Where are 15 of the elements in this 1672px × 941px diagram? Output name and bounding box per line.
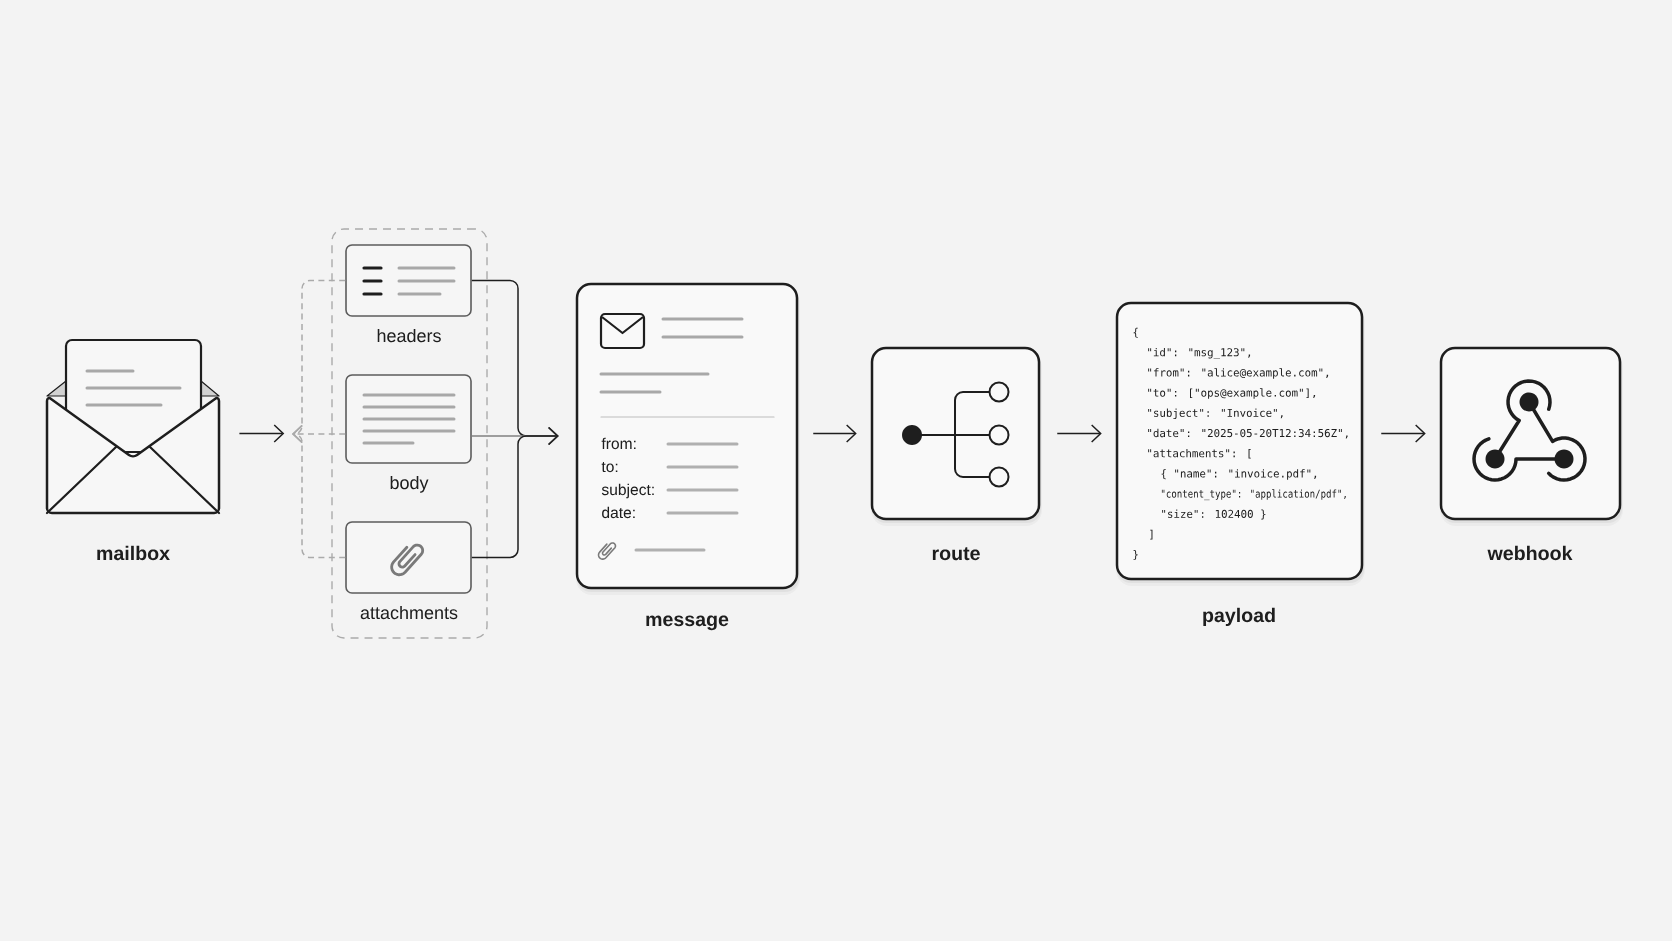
node-label: headers [377,328,441,343]
node-label: attachments [360,605,458,620]
arrow [238,424,285,443]
node-label: body [390,475,429,493]
arrow [471,426,559,559]
node-label: payload [1203,607,1275,627]
node-label: mailbox [97,545,170,561]
dashed-frame [331,228,488,639]
dashed-arrow [292,424,346,559]
node-label: message [646,615,729,631]
arrow [1056,424,1102,443]
arrow [812,424,857,443]
arrow [1380,424,1426,443]
node-label: route [932,547,980,561]
node-label: webhook [1487,545,1573,561]
